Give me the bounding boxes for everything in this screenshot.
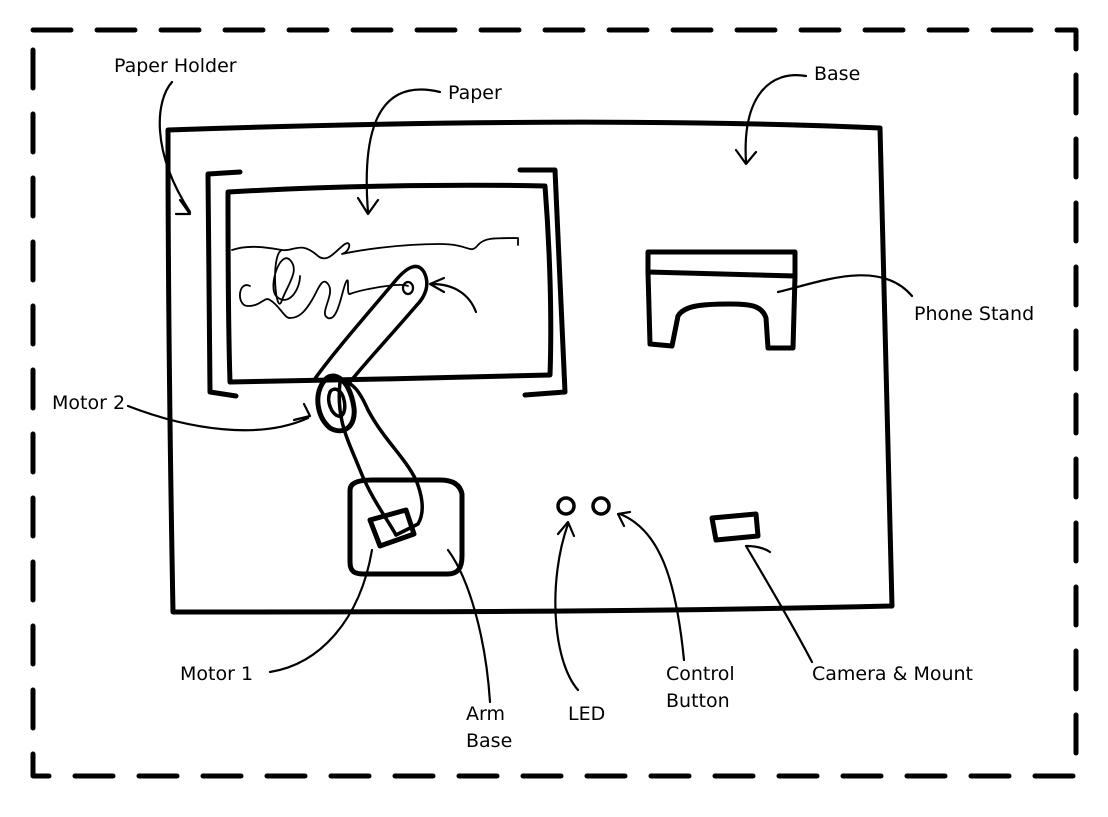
motor-1-block: [367, 507, 417, 549]
pen-leader: [428, 276, 478, 314]
label-motor-2: Motor 2: [52, 392, 125, 414]
label-base: Base: [814, 63, 860, 85]
arm-base-leader: [446, 548, 492, 704]
phone-stand-leader: [776, 274, 914, 298]
base-leader: [734, 74, 808, 166]
paper-leader: [356, 88, 442, 216]
paper-drawing-scribble: [231, 237, 519, 319]
label-arm-base-line2: Base: [466, 730, 512, 752]
control-button-leader: [616, 510, 686, 662]
motor-2-joint: [315, 373, 357, 434]
lower-arm: [337, 380, 424, 537]
arm-base-box: [347, 477, 465, 577]
motor-2-leader: [126, 402, 312, 432]
led-leader: [554, 520, 580, 692]
pen-tip: [401, 280, 415, 296]
label-phone-stand: Phone Stand: [914, 303, 1034, 325]
motor-1-leader: [268, 548, 374, 674]
camera-leader: [744, 544, 814, 664]
paper-holder-right-bracket: [517, 167, 568, 398]
paper-holder-left-bracket: [205, 169, 243, 399]
phone-stand: [645, 249, 798, 351]
label-arm-base-line1: Arm: [466, 703, 505, 725]
label-control-button-line1: Control: [666, 663, 735, 685]
label-control-button-line2: Button: [666, 690, 730, 712]
led-circle: [556, 496, 576, 516]
control-button-circle: [591, 496, 611, 516]
dashed-frame: [30, 27, 1079, 779]
paper-holder-leader: [158, 80, 192, 216]
motor-2-joint-inner: [326, 387, 347, 418]
label-motor-1: Motor 1: [180, 663, 253, 685]
label-paper-holder: Paper Holder: [114, 55, 237, 77]
label-paper: Paper: [448, 82, 502, 104]
upper-arm: [312, 264, 429, 384]
paper-sheet: [225, 182, 554, 385]
label-camera-mount: Camera & Mount: [812, 663, 973, 685]
camera-block: [709, 511, 761, 543]
base-board: [165, 119, 895, 615]
label-led: LED: [568, 703, 605, 725]
